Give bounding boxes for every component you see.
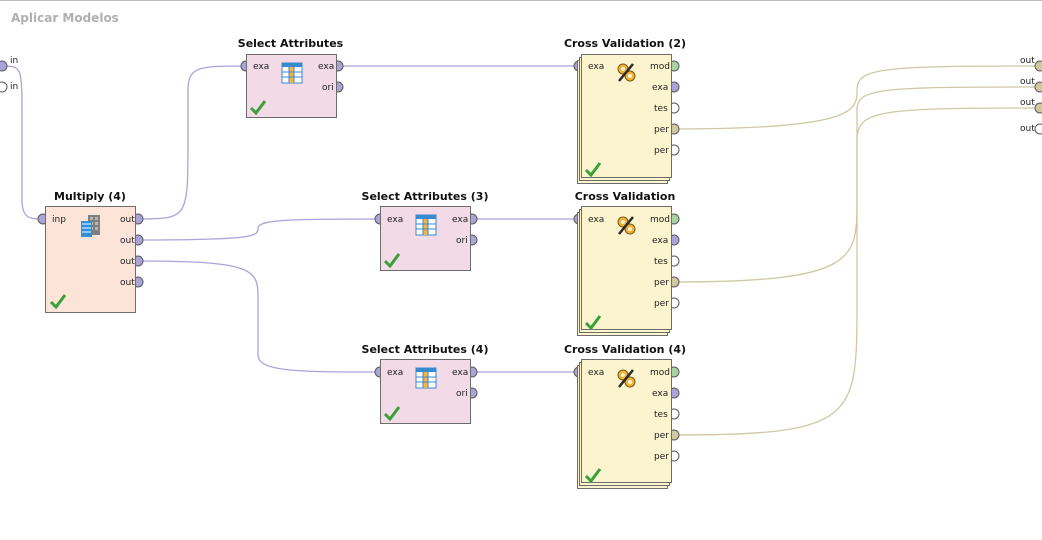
select3-in-label: exa xyxy=(387,215,404,225)
wire-multiply-to-select3[interactable] xyxy=(136,218,381,241)
select-attributes-4-title: Select Attributes (4) xyxy=(361,343,489,356)
cv2-out-label-4: per xyxy=(654,125,669,135)
multiply-out-label-2: out xyxy=(120,236,135,246)
select1-in-label: exa xyxy=(253,62,270,72)
multiply-operator[interactable]: inp out out out out xyxy=(45,206,136,313)
multiply-out-label-1: out xyxy=(120,215,135,225)
status-check-icon xyxy=(383,406,401,421)
process-output-port[interactable] xyxy=(1034,123,1042,135)
status-check-icon xyxy=(584,162,602,177)
multiply-icon xyxy=(81,215,100,237)
table-icon xyxy=(281,62,303,84)
select-attributes-4-operator[interactable]: exa exa ori xyxy=(380,359,471,424)
status-check-icon xyxy=(383,253,401,268)
multiply-out-label-3: out xyxy=(120,257,135,267)
status-check-icon xyxy=(49,294,67,309)
table-icon xyxy=(415,214,437,236)
multiply-out-label-4: out xyxy=(120,278,135,288)
select1-out-label-1: exa xyxy=(318,62,335,72)
cv2-in-label: exa xyxy=(588,62,605,72)
cv1-out-label-5: per xyxy=(654,299,669,309)
percent-icon xyxy=(617,63,636,82)
top-border xyxy=(0,0,1042,1)
multiply-title: Multiply (4) xyxy=(54,190,126,203)
cv1-out-label-2: exa xyxy=(652,236,669,246)
cv4-out-label-1: mod xyxy=(650,368,670,378)
multiply-in-label: inp xyxy=(52,215,66,225)
cv4-out-label-4: per xyxy=(654,431,669,441)
wire-process-to-multiply[interactable] xyxy=(1,65,46,220)
process-input-port[interactable] xyxy=(0,60,8,72)
cross-validation-operator[interactable]: exa mod exa tes per per xyxy=(581,206,672,330)
process-output-port[interactable] xyxy=(1034,60,1042,72)
wire-multiply-to-select[interactable] xyxy=(136,65,247,220)
process-output-port[interactable] xyxy=(1034,102,1042,114)
status-check-icon xyxy=(584,468,602,483)
status-check-icon xyxy=(584,315,602,330)
wire-cv4-to-out3[interactable] xyxy=(672,107,1041,436)
cv2-out-label-2: exa xyxy=(652,83,669,93)
process-output-label-1: out xyxy=(1020,56,1035,66)
cv4-out-label-3: tes xyxy=(654,410,668,420)
process-title: Aplicar Modelos xyxy=(11,11,119,25)
cv2-out-label-5: per xyxy=(654,146,669,156)
cv2-out-label-1: mod xyxy=(650,62,670,72)
select-attributes-operator[interactable]: exa exa ori xyxy=(246,54,337,118)
cross-validation-4-operator[interactable]: exa mod exa tes per per xyxy=(581,359,672,483)
process-output-port[interactable] xyxy=(1034,81,1042,93)
select4-out-label-2: ori xyxy=(456,389,468,399)
percent-icon xyxy=(617,216,636,235)
process-input-port[interactable] xyxy=(0,81,8,93)
cv4-out-label-5: per xyxy=(654,452,669,462)
cross-validation-title: Cross Validation xyxy=(574,190,676,203)
cross-validation-2-operator[interactable]: exa mod exa tes per per xyxy=(581,54,672,178)
cv4-out-label-2: exa xyxy=(652,389,669,399)
cv4-in-label: exa xyxy=(588,368,605,378)
cv2-out-label-3: tes xyxy=(654,104,668,114)
cross-validation-2-title: Cross Validation (2) xyxy=(563,37,687,50)
wire-multiply-to-select4[interactable] xyxy=(136,260,381,373)
process-output-label-3: out xyxy=(1020,98,1035,108)
select1-out-label-2: ori xyxy=(322,83,334,93)
cv1-out-label-4: per xyxy=(654,278,669,288)
process-output-label-2: out xyxy=(1020,77,1035,87)
cross-validation-4-title: Cross Validation (4) xyxy=(563,343,687,356)
select-attributes-3-title: Select Attributes (3) xyxy=(361,190,489,203)
table-icon xyxy=(415,367,437,389)
select4-in-label: exa xyxy=(387,368,404,378)
cv1-out-label-1: mod xyxy=(650,215,670,225)
select-attributes-title: Select Attributes xyxy=(237,37,344,50)
select4-out-label-1: exa xyxy=(452,368,469,378)
wire-cv2-to-out1[interactable] xyxy=(672,65,1041,130)
connection-wires xyxy=(1,65,1041,436)
select-attributes-3-operator[interactable]: exa exa ori xyxy=(380,206,471,271)
process-input-label-1: in xyxy=(10,56,19,66)
select3-out-label-1: exa xyxy=(452,215,469,225)
process-input-label-2: in xyxy=(10,82,19,92)
status-check-icon xyxy=(249,100,267,115)
cv1-out-label-3: tes xyxy=(654,257,668,267)
cv1-in-label: exa xyxy=(588,215,605,225)
percent-icon xyxy=(617,369,636,388)
process-output-label-4: out xyxy=(1020,124,1035,134)
select3-out-label-2: ori xyxy=(456,236,468,246)
